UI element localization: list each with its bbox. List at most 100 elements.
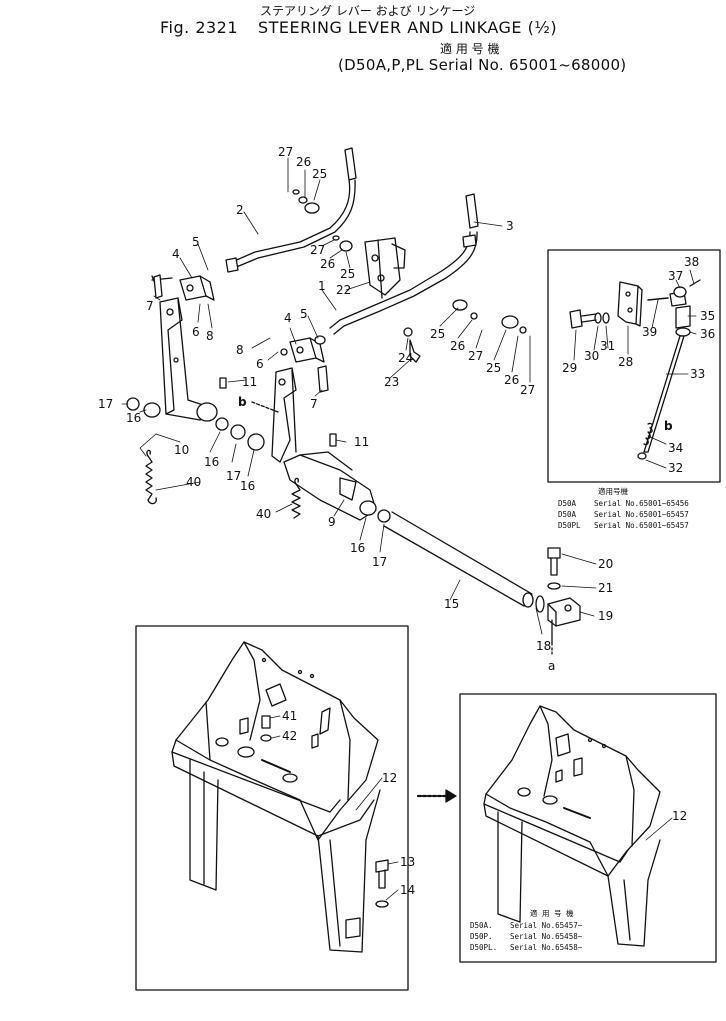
serial-cell: Serial No.65458~ bbox=[510, 932, 583, 941]
callout-label: 12 bbox=[382, 771, 397, 785]
yoke-left bbox=[151, 275, 215, 301]
model-cell: D50P. bbox=[470, 932, 493, 941]
serial-table-bottom-inset: 適 用 号 機 D50A. Serial No.65457~ D50P. Ser… bbox=[470, 908, 583, 952]
callout-label: 4 bbox=[284, 311, 292, 325]
leader-lines bbox=[121, 157, 597, 635]
callout-label: 17 bbox=[226, 469, 241, 483]
serial-cell: Serial No.65001~65457 bbox=[594, 510, 689, 519]
grease-fitting-left bbox=[219, 377, 227, 389]
callout-label: 26 bbox=[320, 257, 335, 271]
frame-leader-lines-left bbox=[269, 715, 399, 901]
callout-label: 30 bbox=[584, 349, 599, 363]
callout-label: 29 bbox=[562, 361, 577, 375]
serial-range: (D50A,P,PL Serial No. 65001~68000) bbox=[338, 56, 627, 74]
applicability-heading: 適 用 号 機 bbox=[530, 908, 574, 918]
reference-arrow-b bbox=[251, 401, 279, 413]
transfer-arrow bbox=[416, 789, 457, 803]
lever-arm-right bbox=[271, 367, 377, 521]
callout-label: 27 bbox=[278, 145, 293, 159]
callout-label: 8 bbox=[206, 329, 214, 343]
callout-label: 32 bbox=[668, 461, 683, 475]
serial-cell: Serial No.65001~65456 bbox=[594, 499, 689, 508]
callout-label: 7 bbox=[146, 299, 154, 313]
applicable-label-japanese: 適 用 号 機 bbox=[440, 42, 500, 56]
return-spring-left bbox=[145, 449, 157, 505]
diagram-title: STEERING LEVER AND LINKAGE (½) bbox=[258, 18, 558, 37]
callout-label: 27 bbox=[468, 349, 483, 363]
callout-label: 16 bbox=[240, 479, 255, 493]
callout-label: 42 bbox=[282, 729, 297, 743]
cross-shaft bbox=[383, 511, 545, 613]
callout-label: 22 bbox=[336, 283, 351, 297]
callout-label: 6 bbox=[256, 357, 264, 371]
callout-label: 25 bbox=[486, 361, 501, 375]
shaft-clamp bbox=[547, 597, 581, 657]
callout-label: 26 bbox=[450, 339, 465, 353]
callout-label: 27 bbox=[520, 383, 535, 397]
bushing-set-upper bbox=[292, 189, 527, 363]
callout-label: 21 bbox=[598, 581, 613, 595]
callout-label: 31 bbox=[600, 339, 615, 353]
callout-label: 16 bbox=[126, 411, 141, 425]
applicability-heading: 適用号機 bbox=[598, 486, 628, 496]
bushing-set-middle bbox=[215, 417, 391, 523]
model-cell: D50A. bbox=[470, 921, 493, 930]
callout-label: 25 bbox=[312, 167, 327, 181]
callout-label: 17 bbox=[98, 397, 113, 411]
center-bracket bbox=[364, 237, 406, 299]
inset-leader-lines bbox=[573, 269, 697, 469]
callout-label: 35 bbox=[700, 309, 715, 323]
callout-labels: 27 26 25 2 3 27 26 25 22 1 4 5 7 6 8 5 4… bbox=[98, 145, 715, 897]
callout-label: 11 bbox=[354, 435, 369, 449]
serial-cell: Serial No.65457~ bbox=[510, 921, 583, 930]
callout-label: 40 bbox=[256, 507, 271, 521]
steering-lever-left bbox=[225, 147, 357, 273]
pin-right bbox=[317, 365, 329, 393]
callout-label: 37 bbox=[668, 269, 683, 283]
callout-label: b bbox=[238, 395, 247, 409]
figure-number: Fig. 2321 bbox=[160, 18, 239, 37]
callout-label: 14 bbox=[400, 883, 415, 897]
callout-label: b bbox=[664, 419, 673, 433]
callout-label: 26 bbox=[504, 373, 519, 387]
pin-left bbox=[153, 274, 163, 299]
callout-label: 16 bbox=[350, 541, 365, 555]
frame-assembly-right bbox=[483, 705, 661, 947]
lever-arm-left bbox=[126, 297, 218, 422]
callout-label: 24 bbox=[398, 351, 413, 365]
callout-label: 5 bbox=[192, 235, 200, 249]
callout-label: 36 bbox=[700, 327, 715, 341]
callout-label: a bbox=[548, 659, 555, 673]
callout-label: 33 bbox=[690, 367, 705, 381]
callout-label: 13 bbox=[400, 855, 415, 869]
callout-label: 15 bbox=[444, 597, 459, 611]
callout-label: 16 bbox=[204, 455, 219, 469]
callout-label: 1 bbox=[318, 279, 326, 293]
callout-label: 6 bbox=[192, 325, 200, 339]
callout-label: 39 bbox=[642, 325, 657, 339]
frame-leader-lines-right bbox=[645, 817, 673, 841]
callout-label: 38 bbox=[684, 255, 699, 269]
callout-label: 2 bbox=[236, 203, 244, 217]
return-spring-right bbox=[291, 477, 301, 519]
clamp-bolt bbox=[547, 547, 561, 590]
callout-label: 3 bbox=[506, 219, 514, 233]
callout-label: 40 bbox=[186, 475, 201, 489]
yoke-right bbox=[280, 335, 326, 363]
callout-label: 25 bbox=[430, 327, 445, 341]
callout-label: 25 bbox=[340, 267, 355, 281]
callout-label: 20 bbox=[598, 557, 613, 571]
model-cell: D50A bbox=[558, 510, 577, 519]
model-cell: D50A bbox=[558, 499, 577, 508]
callout-label: 19 bbox=[598, 609, 613, 623]
callout-label: 34 bbox=[668, 441, 683, 455]
title-japanese: ステアリング レバー および リンケージ bbox=[260, 4, 476, 18]
callout-label: 7 bbox=[310, 397, 318, 411]
callout-label: 23 bbox=[384, 375, 399, 389]
callout-label: 11 bbox=[242, 375, 257, 389]
frame-bolt-washer bbox=[260, 715, 389, 908]
callout-label: 8 bbox=[236, 343, 244, 357]
callout-label: 27 bbox=[310, 243, 325, 257]
